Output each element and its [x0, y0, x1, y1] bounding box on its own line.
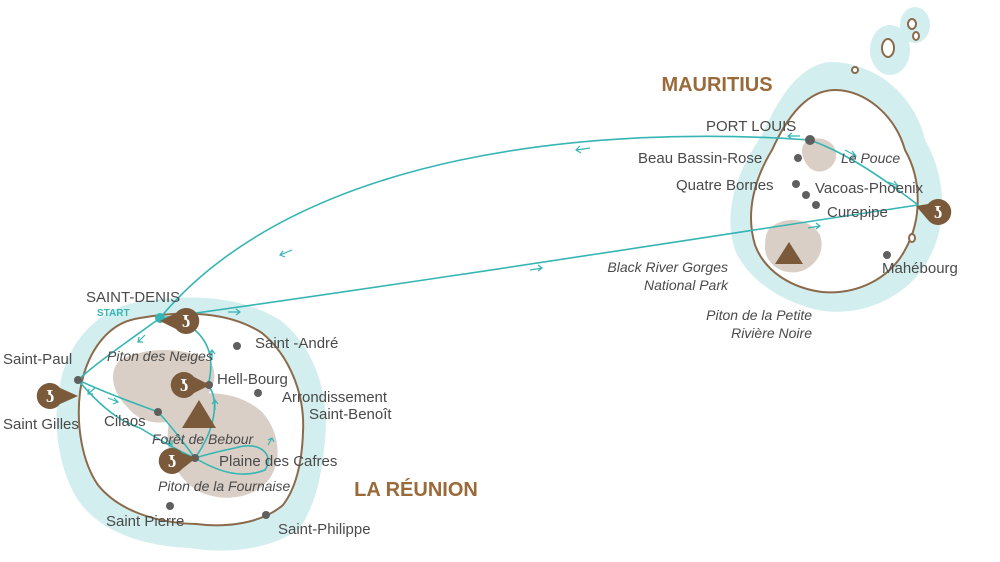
route-arrow-icon	[211, 399, 219, 410]
feature-label: Piton des Neiges	[107, 348, 213, 364]
svg-text:ʖ: ʖ	[182, 311, 190, 331]
route-arrow-icon	[279, 249, 293, 258]
country-label-mauritius: MAURITIUS	[661, 74, 772, 96]
islet-5	[908, 233, 916, 243]
place-label: Arrondissement	[282, 389, 388, 406]
route-arrow-icon	[87, 387, 96, 395]
route-arrow-icon	[844, 149, 857, 159]
town-dot	[792, 180, 800, 188]
route-arrow-icon	[208, 349, 216, 360]
route-line	[159, 135, 811, 319]
route-line	[159, 204, 919, 319]
place-label: Quatre Bornes	[676, 177, 774, 194]
feature-label: Le Pouce	[841, 150, 900, 166]
town-dot	[812, 201, 820, 209]
place-label: Vacoas-Phoenix	[815, 180, 924, 197]
feature-label: Rivière Noire	[731, 325, 812, 341]
town-dot	[802, 191, 810, 199]
feature-label: Forêt de Bebour	[152, 431, 255, 447]
place-label: Saint Gilles	[3, 416, 79, 433]
town-dot	[794, 154, 802, 162]
place-label: Mahébourg	[882, 260, 958, 277]
place-label: Saint-Philippe	[278, 521, 371, 538]
feature-label: Black River Gorges	[607, 259, 728, 275]
feature-label: Piton de la Fournaise	[158, 478, 291, 494]
route-line	[809, 139, 919, 206]
feature-label: Piton de la Petite	[706, 307, 812, 323]
town-dot	[74, 376, 82, 384]
route-arrow-icon	[137, 334, 146, 343]
town-dot	[254, 389, 262, 397]
mountain-icon	[182, 400, 216, 428]
town-dot	[262, 511, 270, 519]
mountain-icon	[775, 242, 803, 264]
islet-4	[851, 66, 859, 74]
place-label: Saint Pierre	[106, 513, 184, 530]
overnight-markers: ʖ ʖ ʖ ʖ ʖ	[36, 199, 952, 474]
svg-text:ʖ: ʖ	[46, 386, 54, 406]
route	[77, 135, 919, 475]
islet-1	[881, 38, 895, 58]
route-arrow-icon	[787, 132, 800, 140]
feature-label: National Park	[644, 277, 729, 293]
route-arrow-icon	[228, 308, 241, 316]
place-label: Plaine des Cafres	[219, 453, 337, 470]
route-line	[194, 384, 216, 459]
town-dot	[154, 408, 162, 416]
town-dot	[883, 251, 891, 259]
route-arrow-icon	[267, 437, 275, 446]
town-dot	[805, 135, 815, 145]
route-arrow-icon	[887, 180, 899, 189]
place-label: SAINT-DENIS	[86, 289, 180, 306]
place-label: Cilaos	[104, 413, 146, 430]
route-arrows	[87, 132, 899, 446]
route-arrow-icon	[529, 264, 543, 272]
route-line	[194, 445, 269, 475]
route-arrow-icon	[807, 222, 821, 230]
place-label: PORT LOUIS	[706, 118, 796, 135]
svg-text:ʖ: ʖ	[180, 375, 188, 395]
svg-text:ʖ: ʖ	[934, 202, 942, 222]
svg-text:ʖ: ʖ	[168, 451, 176, 471]
overnight-stay-marker-icon: ʖ	[158, 448, 196, 474]
place-label: Beau Bassin-Rose	[638, 150, 762, 167]
route-arrow-icon	[107, 397, 120, 405]
route-line	[77, 317, 161, 381]
country-label-reunion: LA RÉUNION	[354, 478, 478, 501]
town-dot	[233, 342, 241, 350]
overnight-stay-marker-icon: ʖ	[160, 308, 200, 334]
place-label: Saint -André	[255, 335, 338, 352]
mountains	[182, 242, 803, 428]
place-label: Saint-Benoît	[309, 406, 392, 423]
islet-2	[907, 18, 917, 30]
overnight-stay-marker-icon: ʖ	[36, 383, 78, 409]
place-label: Curepipe	[827, 204, 888, 221]
start-label: START	[97, 308, 130, 319]
islet-3	[912, 31, 920, 41]
overnight-stay-marker-icon: ʖ	[916, 199, 952, 225]
route-arrow-icon	[164, 437, 173, 446]
place-label: Saint-Paul	[3, 351, 72, 368]
town-dots	[74, 135, 891, 519]
town-dot	[166, 502, 174, 510]
place-label: Hell-Bourg	[217, 371, 288, 388]
route-arrow-icon	[575, 145, 591, 154]
overnight-stay-marker-icon: ʖ	[170, 372, 210, 398]
